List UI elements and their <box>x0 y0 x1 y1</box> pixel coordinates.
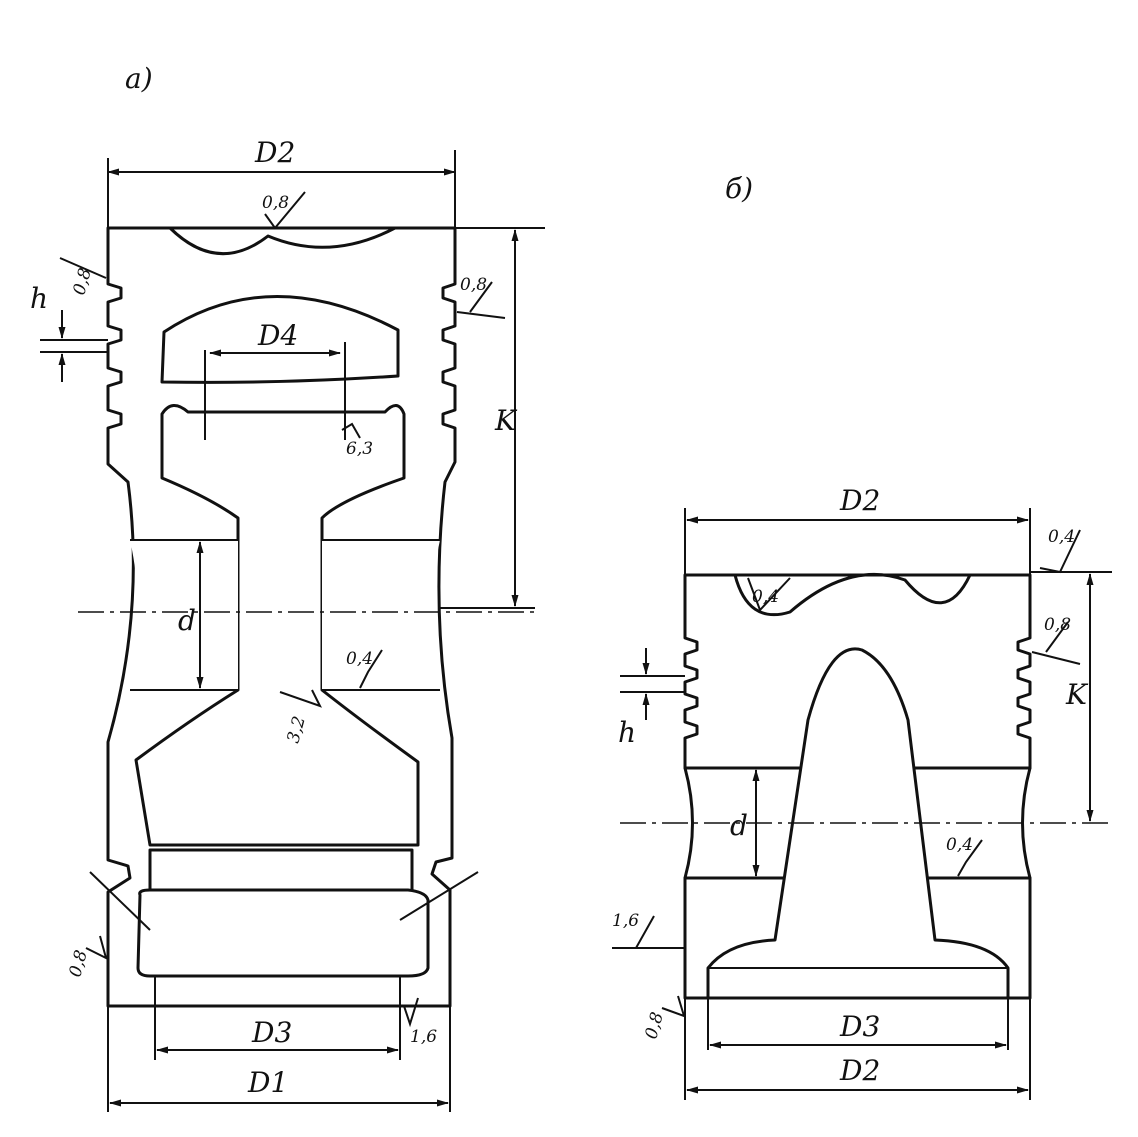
view-b-roughness-right-side: 0,8 <box>1044 615 1071 635</box>
roughness-check-icon <box>747 577 791 612</box>
view-b-roughness-bottom-left: 0,8 <box>642 1010 668 1041</box>
roughness-check-icon <box>957 839 983 877</box>
view-a-pin-bore-right <box>322 540 440 690</box>
view-b-dim-bottom-outer-label: D2 <box>839 1054 880 1087</box>
roughness-check-icon <box>661 995 686 1018</box>
view-a-roughness-boss: 6,3 <box>346 439 373 459</box>
view-b-crown-recess <box>733 573 972 617</box>
view-a-roughness-crown: 0,8 <box>262 193 289 213</box>
view-b-roughness-crown: 0,4 <box>752 587 779 607</box>
roughness-check-icon <box>359 649 383 689</box>
view-a-inner-cavity <box>160 295 400 384</box>
view-a-roughness-pin-bore: 0,4 <box>346 649 373 669</box>
view-b-label: б) <box>725 172 753 205</box>
view-b-bore-edge-left <box>683 767 694 879</box>
roughness-check-icon <box>264 191 306 230</box>
roughness-check-icon <box>59 257 107 279</box>
view-b-cone-cavity <box>706 647 1010 1000</box>
view-b-roughness-top-right: 0,4 <box>1048 527 1075 547</box>
roughness-check-icon <box>1039 529 1081 574</box>
view-a-roughness-bottom: 1,6 <box>410 1027 437 1047</box>
view-b-dim-bottom-inner-label: D3 <box>839 1010 880 1043</box>
view-a-roughness-right-top: 0,8 <box>460 275 487 295</box>
view-b-roughness-left-lower: 1,6 <box>612 911 639 931</box>
roughness-check-icon <box>403 997 419 1028</box>
leader-line <box>89 871 151 931</box>
view-a-dim-bottom-inner-label: D3 <box>251 1016 292 1049</box>
view-b-dim-top-label: D2 <box>839 484 880 517</box>
view-a-dim-groove-label: h <box>30 282 48 315</box>
view-b-dim-height-label: K <box>1065 678 1089 711</box>
view-b: б) D2 K h d <box>612 172 1112 1100</box>
roughness-check-icon <box>279 689 322 708</box>
roughness-check-icon <box>341 422 361 439</box>
view-a-roughness-left-top: 0,8 <box>70 266 96 297</box>
view-a-roughness-left-bottom: 0,8 <box>66 948 92 979</box>
leader-line <box>399 871 479 921</box>
view-a: a) D2 D4 d <box>30 62 545 1112</box>
roughness-check-icon <box>612 915 685 949</box>
view-a-label: a) <box>125 62 153 95</box>
view-a-dim-height-label: K <box>494 404 518 437</box>
view-b-dim-groove-label: h <box>618 716 636 749</box>
view-b-roughness-pin-bore: 0,4 <box>946 835 973 855</box>
view-a-dim-top-label: D2 <box>254 136 295 169</box>
roughness-check-icon <box>1031 621 1081 665</box>
roughness-check-icon <box>85 935 108 960</box>
view-a-dim-bore-label: d <box>178 604 196 637</box>
view-a-skirt-groove <box>136 888 430 978</box>
view-b-dim-bore-label: d <box>730 809 748 842</box>
view-a-pin-bore-left <box>130 540 238 690</box>
view-a-dim-bottom-outer-label: D1 <box>247 1066 288 1099</box>
view-a-crown-recess <box>168 226 397 256</box>
roughness-check-icon <box>456 281 506 319</box>
view-a-dim-boss-label: D4 <box>257 319 298 352</box>
